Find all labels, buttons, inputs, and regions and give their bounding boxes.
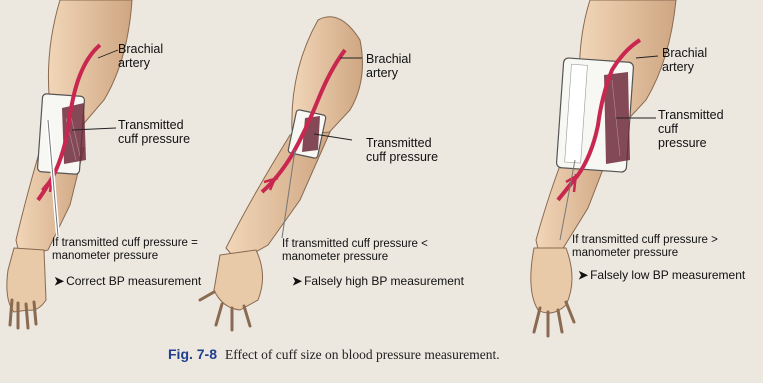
arrow-right-icon: ➤ [292, 274, 302, 288]
condition-text: If transmitted cuff pressure = manometer… [52, 237, 242, 263]
figure-caption: Fig. 7-8 Effect of cuff size on blood pre… [168, 346, 500, 363]
condition-text: If transmitted cuff pressure < manometer… [282, 238, 482, 264]
condition-text: If transmitted cuff pressure > manometer… [572, 234, 752, 260]
result-text: ➤Falsely high BP measurement [292, 274, 464, 288]
result-text: ➤Falsely low BP measurement [578, 268, 745, 282]
figure-number: Fig. 7-8 [168, 346, 217, 362]
result-text: ➤Correct BP measurement [54, 274, 201, 288]
arrow-right-icon: ➤ [54, 274, 64, 288]
arm-panel-wide [531, 0, 676, 336]
arrow-right-icon: ➤ [578, 268, 588, 282]
caption-text: Effect of cuff size on blood pressure me… [225, 347, 500, 362]
